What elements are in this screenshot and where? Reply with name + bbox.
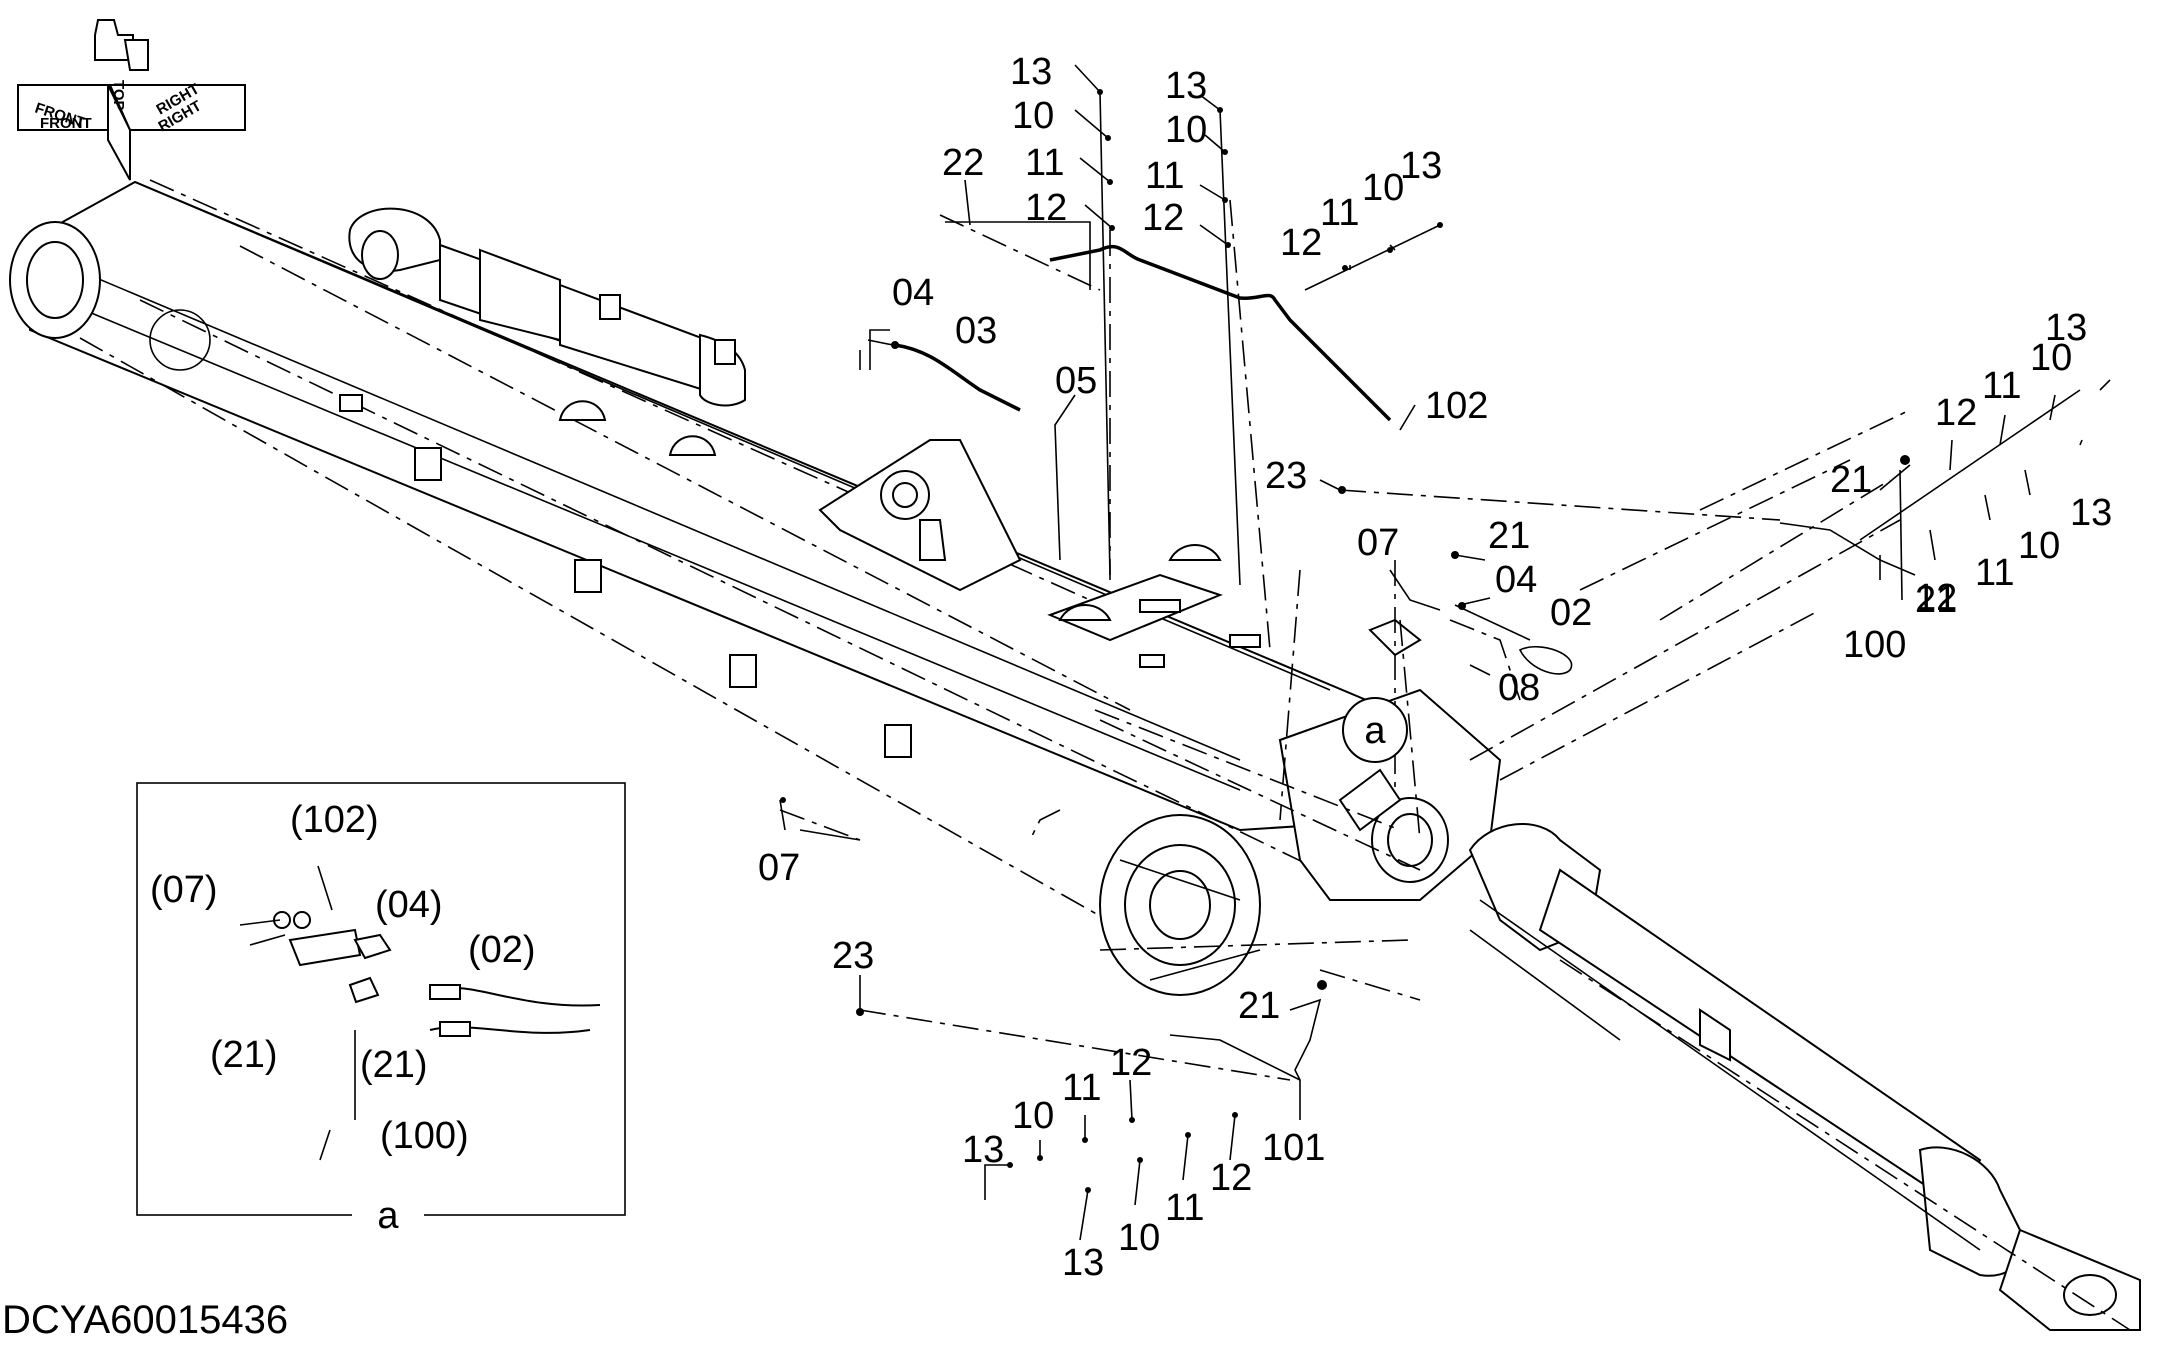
leader-lines [779,64,2111,1241]
label-07: 07 [1357,522,1399,564]
detail-label-21a: (21) [210,1034,278,1076]
label-08: 08 [1498,667,1540,709]
label-10: 10 [1012,95,1054,137]
callout-letter: a [1364,710,1386,752]
front-label-2: FRONT [40,115,92,132]
label-02: 02 [1550,592,1592,634]
label-12: 12 [1210,1157,1252,1199]
label-11: 11 [1062,1067,1101,1109]
label-04: 04 [892,272,934,314]
hose-100 [1779,522,1916,576]
label-21: 21 [1238,985,1280,1027]
label-11: 11 [1320,192,1359,234]
label-12-lower: 12 [1915,577,1957,619]
label-13: 13 [2070,492,2112,534]
detail-label-21b: (21) [360,1044,428,1086]
label-13: 13 [1062,1242,1104,1284]
label-23: 23 [1265,455,1307,497]
top-label: TOP [110,80,127,111]
label-10: 10 [1118,1217,1160,1259]
hydraulic-lines [779,199,1916,1081]
label-100: 100 [1843,624,1906,666]
label-05: 05 [1055,360,1097,402]
label-04: 04 [1495,559,1537,601]
label-12: 12 [1142,197,1184,239]
label-13: 13 [1400,145,1442,187]
detail-title: a [377,1195,399,1237]
label-11: 11 [1025,142,1064,184]
label-21: 21 [1830,459,1872,501]
hose-03 [894,343,1021,412]
label-10: 10 [1012,1095,1054,1137]
detail-label-07: (07) [150,869,218,911]
label-13: 13 [1010,51,1052,93]
hose-102 [1049,244,1392,422]
detail-inset: a (102) (07) (04) (02) (21) (21) (100) [136,782,626,1237]
label-10-lower: 10 [2018,525,2060,567]
label-12: 12 [1280,222,1322,264]
orientation-arrows-icon: FRONT FRONT TOP RIGHT RIGHT [17,19,246,181]
label-23: 23 [832,935,874,977]
label-13: 13 [2045,307,2087,349]
label-13: 13 [1165,65,1207,107]
label-11: 11 [1165,1187,1204,1229]
label-101: 101 [1262,1127,1325,1169]
label-10: 10 [1165,109,1207,151]
label-11: 11 [1982,365,2021,407]
label-13: 13 [962,1129,1004,1171]
label-12: 12 [1110,1042,1152,1084]
label-21: 21 [1488,515,1530,557]
detail-label-102: (102) [290,799,379,841]
hose-101 [1169,1034,1301,1081]
callout-marker-a: a [1342,697,1408,763]
boom-assembly [9,179,2141,1331]
label-11: 11 [1145,155,1184,197]
detail-label-02: (02) [468,929,536,971]
label-10: 10 [1362,167,1404,209]
label-22: 22 [942,142,984,184]
label-10: 10 [2030,337,2072,379]
detail-label-100: (100) [380,1115,469,1157]
label-07: 07 [758,847,800,889]
label-21: 21 [1915,579,1957,621]
label-12: 12 [1935,392,1977,434]
drawing-code: DCYA60015436 [2,1298,288,1342]
label-11-lower: 11 [1975,552,2014,594]
label-03: 03 [955,310,997,352]
detail-label-04: (04) [375,884,443,926]
label-102: 102 [1425,385,1488,427]
